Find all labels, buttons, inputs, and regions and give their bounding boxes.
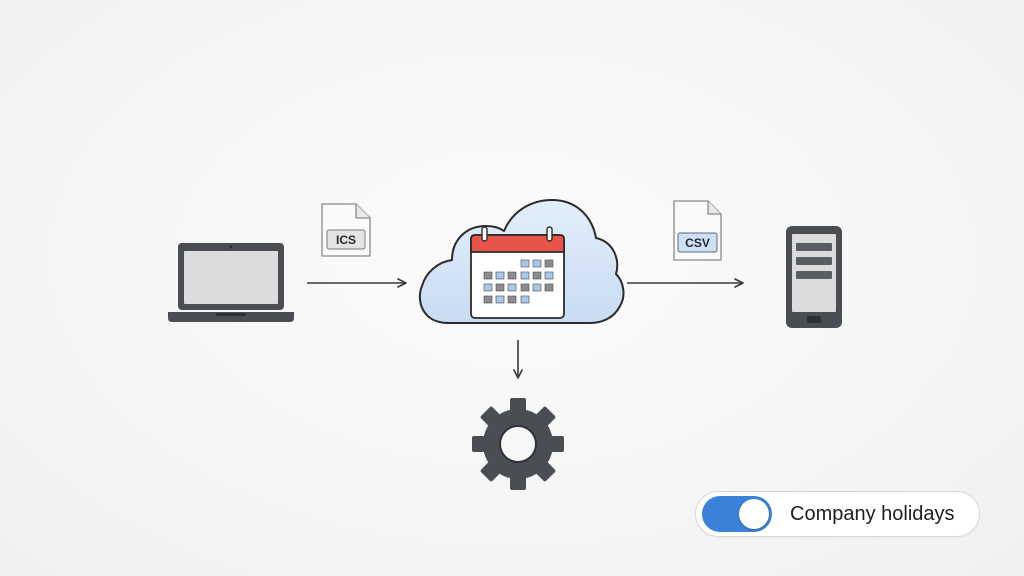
- toggle-knob: [739, 499, 769, 529]
- phone-icon: [786, 226, 842, 328]
- cloud-calendar-icon: [418, 199, 625, 324]
- company-holidays-toggle[interactable]: [702, 496, 772, 532]
- csv-file-icon: CSV: [673, 200, 722, 261]
- gear-icon: [472, 398, 564, 490]
- ics-file-icon: ICS: [321, 203, 371, 257]
- laptop-icon: [168, 243, 294, 322]
- calendar-grid: [483, 259, 554, 304]
- toggle-label: Company holidays: [790, 502, 955, 525]
- ics-file-label: ICS: [336, 233, 356, 247]
- csv-file-label: CSV: [685, 236, 710, 250]
- company-holidays-toggle-card: Company holidays: [695, 491, 980, 537]
